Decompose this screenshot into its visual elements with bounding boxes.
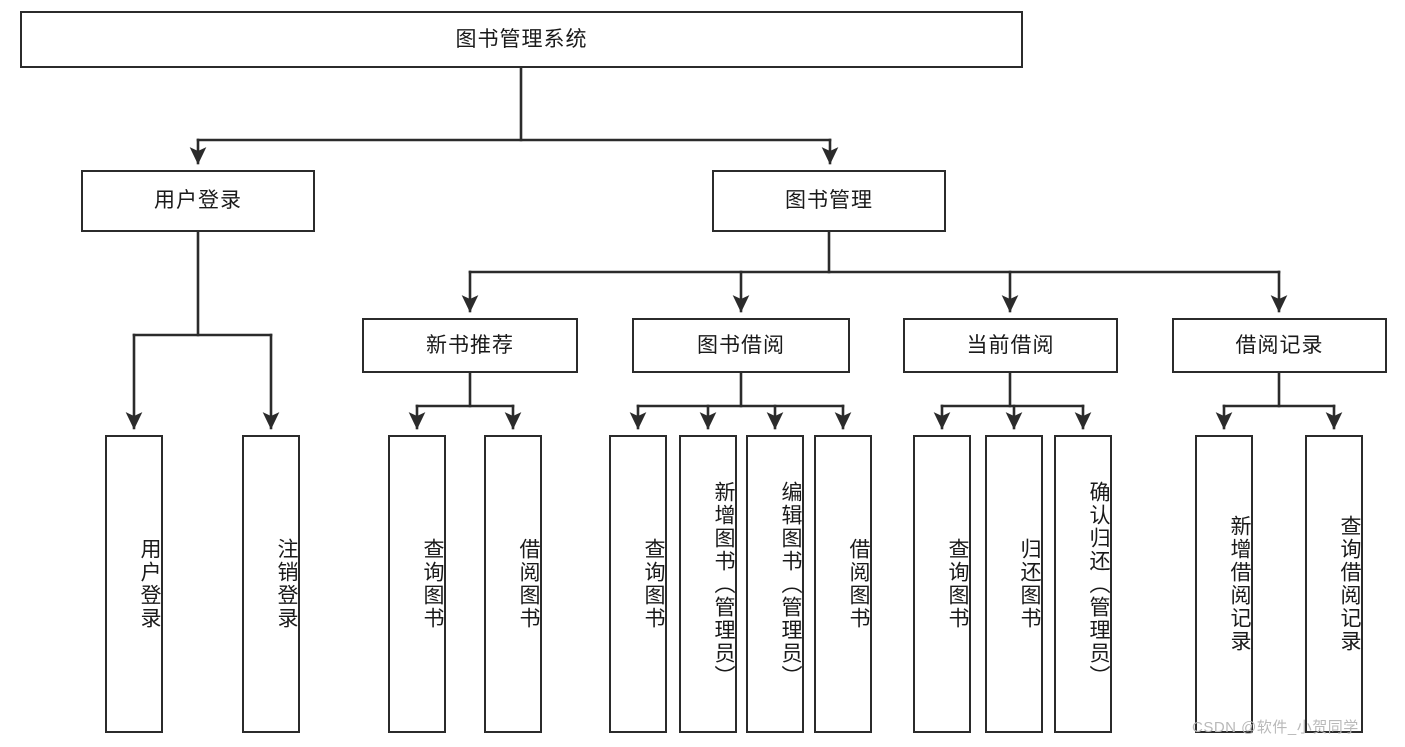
node-root[interactable]: 图书管理系统	[20, 11, 1023, 68]
node-leaf-confirm-return-admin[interactable]: 确认归还（管理员）	[1054, 435, 1112, 733]
node-borrow-records[interactable]: 借阅记录	[1172, 318, 1387, 373]
node-leaf-logout[interactable]: 注销登录	[242, 435, 300, 733]
node-leaf-add-book-admin[interactable]: 新增图书（管理员）	[679, 435, 737, 733]
node-new-book-recommend[interactable]: 新书推荐	[362, 318, 578, 373]
node-leaf-borrow-books-recommend[interactable]: 借阅图书	[484, 435, 542, 733]
csdn-watermark: CSDN @软件_小贺同学	[1192, 719, 1359, 736]
node-leaf-add-borrow-record[interactable]: 新增借阅记录	[1195, 435, 1253, 733]
node-leaf-user-login[interactable]: 用户登录	[105, 435, 163, 733]
node-leaf-query-books-recommend[interactable]: 查询图书	[388, 435, 446, 733]
node-leaf-return-book[interactable]: 归还图书	[985, 435, 1043, 733]
node-user-login[interactable]: 用户登录	[81, 170, 315, 232]
node-leaf-query-borrow-record[interactable]: 查询借阅记录	[1305, 435, 1363, 733]
node-book-borrow[interactable]: 图书借阅	[632, 318, 850, 373]
node-leaf-edit-book-admin[interactable]: 编辑图书（管理员）	[746, 435, 804, 733]
node-book-management[interactable]: 图书管理	[712, 170, 946, 232]
node-current-borrow[interactable]: 当前借阅	[903, 318, 1118, 373]
node-leaf-query-books-current[interactable]: 查询图书	[913, 435, 971, 733]
node-leaf-query-books-borrow[interactable]: 查询图书	[609, 435, 667, 733]
node-leaf-borrow-book[interactable]: 借阅图书	[814, 435, 872, 733]
